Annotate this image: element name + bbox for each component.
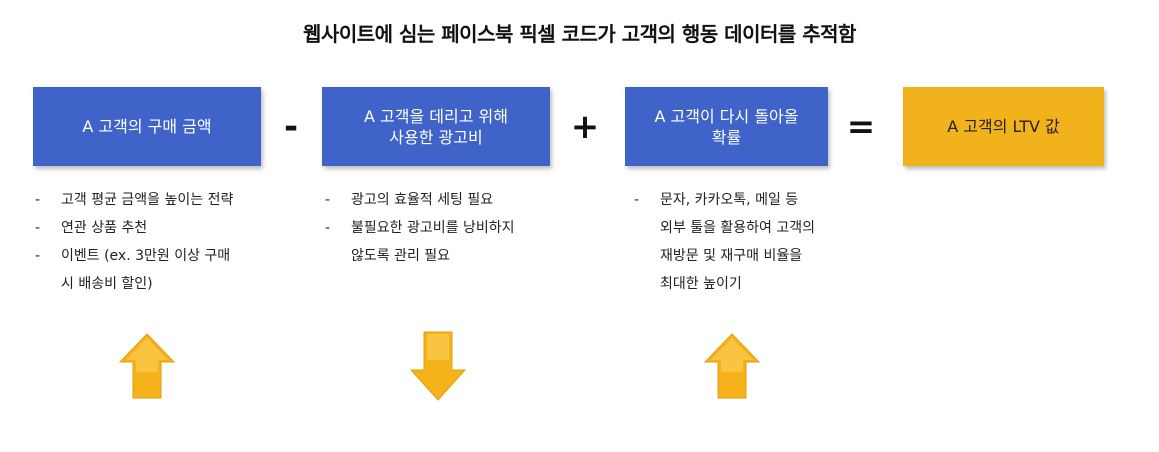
- diagram-title: 웹사이트에 심는 페이스북 픽셀 코드가 고객의 행동 데이터를 추적함: [303, 22, 856, 46]
- ad-cost-box: A 고객을 데리고 위해 사용한 광고비: [322, 87, 550, 166]
- purchase-amount-label: A 고객의 구매 금액: [82, 117, 212, 136]
- equals-operator: =: [846, 107, 876, 147]
- list-item-text: 연관 상품 추천: [61, 220, 148, 236]
- list-item-text: 광고의 효율적 세팅 필요: [351, 192, 494, 208]
- ad-cost-strategy-list: -광고의 효율적 세팅 필요 -불필요한 광고비를 낭비하지 않도록 관리 필요: [323, 186, 563, 270]
- list-item-text: 불필요한 광고비를 낭비하지 않도록 관리 필요: [351, 220, 515, 264]
- ltv-value-box: A 고객의 LTV 값: [903, 87, 1104, 166]
- increase-up-arrow-icon: [703, 333, 761, 399]
- return-probability-box: A 고객이 다시 돌아올 확률: [625, 87, 828, 166]
- decrease-down-arrow-icon: [409, 331, 467, 401]
- return-probability-label: A 고객이 다시 돌아올 확률: [654, 106, 799, 147]
- minus-operator: -: [283, 107, 299, 147]
- plus-operator: +: [570, 107, 600, 147]
- list-item: -불필요한 광고비를 낭비하지 않도록 관리 필요: [325, 220, 515, 264]
- list-item-text: 이벤트 (ex. 3만원 이상 구매 시 배송비 할인): [61, 248, 231, 292]
- ltv-value-label: A 고객의 LTV 값: [947, 117, 1060, 136]
- list-item-text: 고객 평균 금액을 높이는 전략: [61, 192, 234, 208]
- purchase-strategy-list: -고객 평균 금액을 높이는 전략 -연관 상품 추천 -이벤트 (ex. 3만…: [33, 186, 283, 298]
- list-item: -광고의 효율적 세팅 필요: [325, 192, 494, 208]
- list-item: -이벤트 (ex. 3만원 이상 구매 시 배송비 할인): [35, 248, 231, 292]
- increase-up-arrow-icon: [118, 333, 176, 399]
- list-item: -연관 상품 추천: [35, 220, 148, 236]
- list-item: -문자, 카카오톡, 메일 등 외부 툴을 활용하여 고객의 재방문 및 재구매…: [634, 192, 816, 292]
- purchase-amount-box: A 고객의 구매 금액: [33, 87, 261, 166]
- ad-cost-label: A 고객을 데리고 위해 사용한 광고비: [364, 106, 508, 147]
- return-strategy-list: -문자, 카카오톡, 메일 등 외부 툴을 활용하여 고객의 재방문 및 재구매…: [632, 186, 862, 298]
- list-item-text: 문자, 카카오톡, 메일 등 외부 툴을 활용하여 고객의 재방문 및 재구매 …: [660, 192, 816, 292]
- list-item: -고객 평균 금액을 높이는 전략: [35, 192, 234, 208]
